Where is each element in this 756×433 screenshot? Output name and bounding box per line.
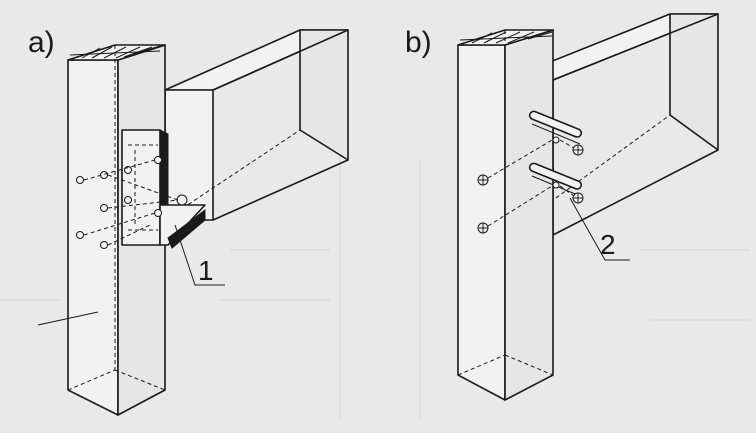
callout-2-label: 2 (600, 229, 616, 260)
column-b-end-grain (459, 31, 553, 44)
panel-a: a) (28, 26, 349, 416)
callout-1-label: 1 (198, 255, 214, 286)
background-texture (0, 150, 750, 420)
callout-1-leader (174, 224, 225, 286)
column-b (457, 29, 554, 401)
callout-2-leader (569, 197, 630, 261)
panel-a-label: a) (28, 26, 55, 59)
beam-a (164, 29, 349, 221)
panel-b-label: b) (405, 26, 432, 59)
steel-angle-bracket (76, 129, 206, 249)
concealed-slotted-connector (477, 110, 584, 234)
column-a-end-grain (69, 45, 161, 59)
panel-b: b) (405, 13, 719, 401)
stray-leader-line (37, 311, 99, 326)
